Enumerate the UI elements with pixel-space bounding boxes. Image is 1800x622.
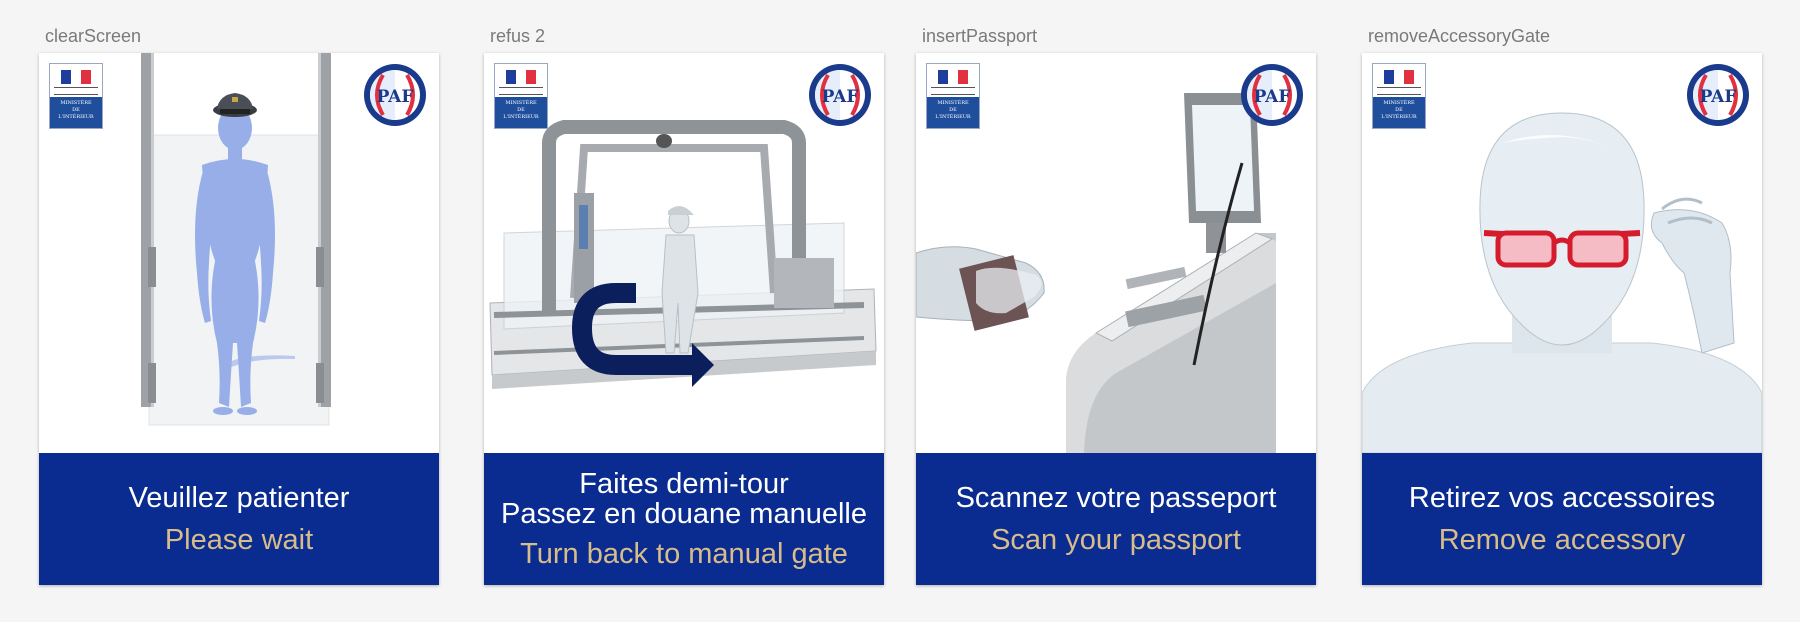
- ministere-interieur-logo: MINISTÈRE DE L'INTÉRIEUR: [494, 63, 548, 129]
- artboard-label[interactable]: insertPassport: [922, 26, 1038, 46]
- screen-card: MINISTÈRE DE L'INTÉRIEUR PAF Veuillez pa…: [39, 53, 439, 585]
- officer-illustration: [39, 53, 439, 453]
- paf-badge-icon: PAF: [1241, 64, 1303, 126]
- artboard-label[interactable]: clearScreen: [45, 26, 142, 46]
- passport-scan-illustration: [916, 53, 1316, 453]
- message-french: Veuillez patienter: [128, 482, 350, 514]
- message-banner: Veuillez patienter Please wait: [39, 453, 439, 585]
- french-flag-icon: [506, 70, 536, 84]
- message-banner: Scannez votre passeport Scan your passpo…: [916, 453, 1316, 585]
- artboard-label[interactable]: refus 2: [490, 26, 546, 46]
- svg-text:PAF: PAF: [822, 87, 859, 107]
- screen-card: MINISTÈRE DE L'INTÉRIEUR PAF Scannez vot…: [916, 53, 1316, 585]
- svg-text:PAF: PAF: [377, 87, 414, 107]
- artboard-label[interactable]: removeAccessoryGate: [1368, 26, 1551, 46]
- screen-card: MINISTÈRE DE L'INTÉRIEUR PAF Retirez vos…: [1362, 53, 1762, 585]
- ministere-interieur-logo: MINISTÈRE DE L'INTÉRIEUR: [926, 63, 980, 129]
- svg-text:PAF: PAF: [1254, 87, 1291, 107]
- message-french: Scannez votre passeport: [955, 482, 1277, 514]
- screen-card: MINISTÈRE DE L'INTÉRIEUR PAF Faites demi…: [484, 53, 884, 585]
- message-french-line-1: Faites demi-tour: [579, 468, 789, 500]
- message-english: Turn back to manual gate: [520, 538, 848, 570]
- message-english: Scan your passport: [991, 524, 1241, 556]
- french-flag-icon: [938, 70, 968, 84]
- message-banner: Retirez vos accessoires Remove accessory: [1362, 453, 1762, 585]
- paf-badge-icon: PAF: [809, 64, 871, 126]
- paf-badge-icon: PAF: [1687, 64, 1749, 126]
- svg-text:PAF: PAF: [1700, 87, 1737, 107]
- message-banner: Faites demi-tour Passez en douane manuel…: [484, 453, 884, 585]
- gate-uturn-illustration: [484, 53, 884, 453]
- ministere-interieur-logo: MINISTÈRE DE L'INTÉRIEUR: [49, 63, 103, 129]
- paf-badge-icon: PAF: [364, 64, 426, 126]
- message-french: Retirez vos accessoires: [1408, 482, 1716, 514]
- message-french-line-2: Passez en douane manuelle: [501, 498, 867, 530]
- message-english: Please wait: [164, 524, 314, 556]
- remove-glasses-illustration: [1362, 53, 1762, 453]
- french-flag-icon: [61, 70, 91, 84]
- ministere-interieur-logo: MINISTÈRE DE L'INTÉRIEUR: [1372, 63, 1426, 129]
- message-english: Remove accessory: [1438, 524, 1686, 556]
- french-flag-icon: [1384, 70, 1414, 84]
